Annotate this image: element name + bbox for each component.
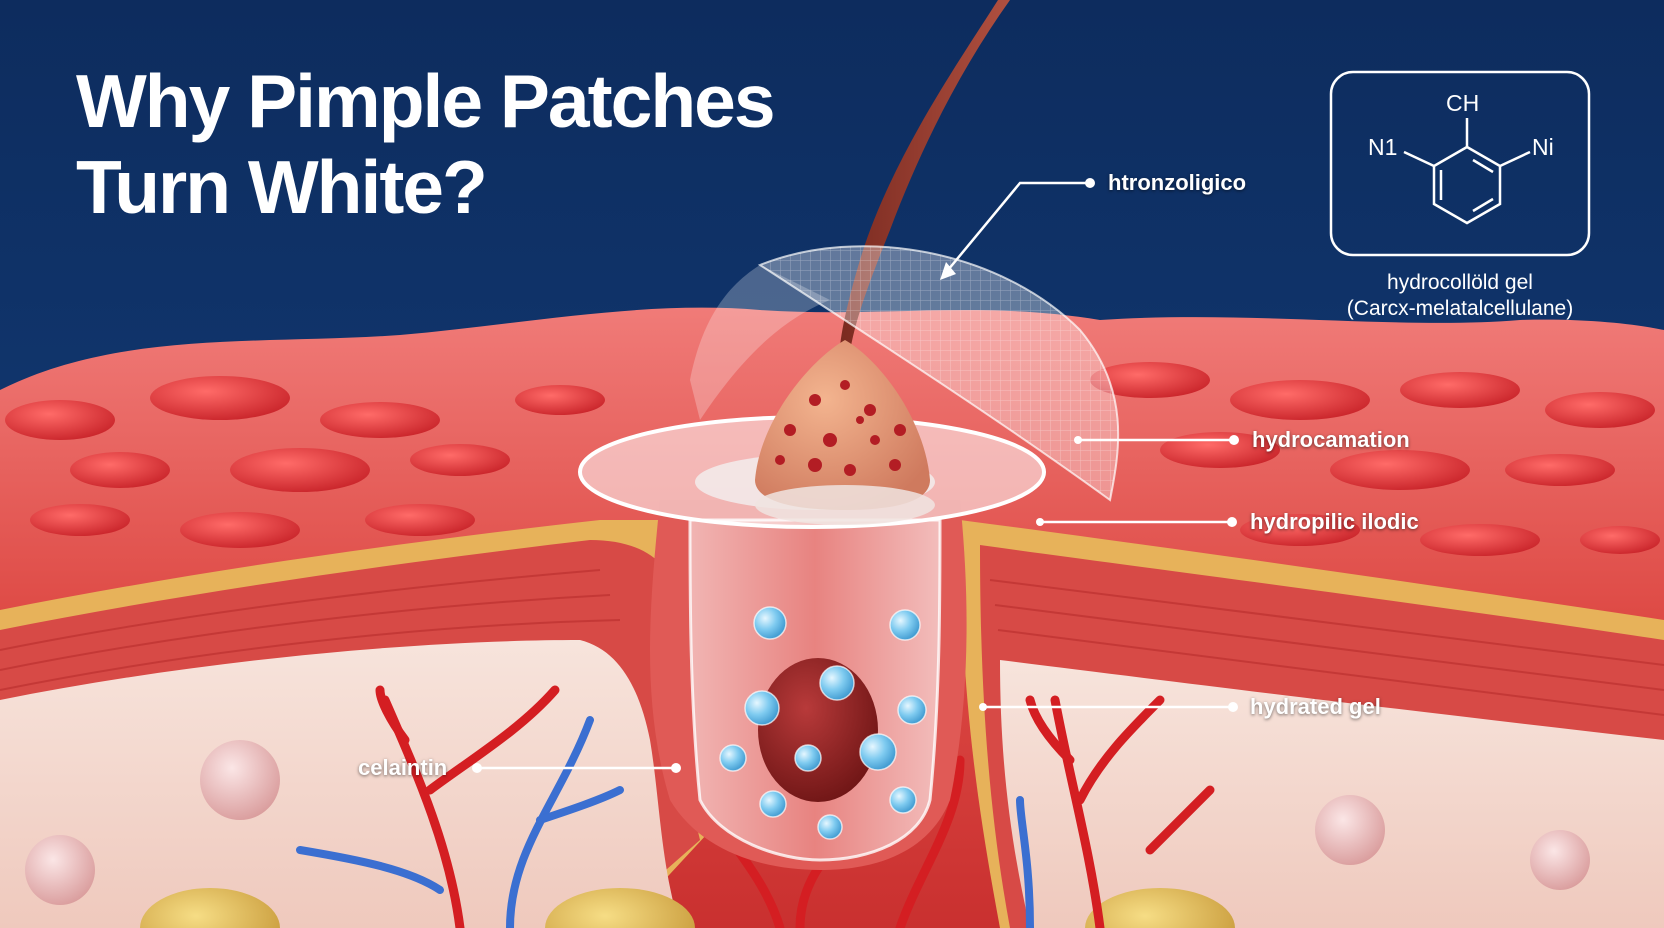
molecule-box: [1329, 70, 1591, 257]
water-droplets: [719, 606, 927, 840]
patch-film-left: [690, 265, 830, 420]
title-line-2: Turn White?: [76, 145, 488, 229]
molecule-structure: [1403, 118, 1531, 225]
skin-bumps: [5, 362, 1660, 556]
callout-dots: [472, 178, 1239, 773]
tissue-striations: [0, 569, 1664, 716]
pimple-head: [755, 340, 930, 510]
callout-label-top: htronzoligico: [1108, 170, 1247, 195]
callout-label-left: celaintin: [358, 755, 448, 780]
title-line-1: Why Pimple Patches: [76, 59, 776, 143]
molecule-left-group: N1: [1368, 134, 1398, 160]
dermis-left: [0, 640, 680, 928]
dermis-right: [1000, 660, 1664, 928]
pimple-spots: [775, 380, 906, 476]
molecule-top-group: CH: [1446, 90, 1480, 116]
page-title: Why Pimple Patches Turn White?: [76, 58, 776, 230]
callout-label-patch-surface: hydrocamation: [1252, 427, 1410, 452]
molecule-caption-line-1: hydrocollöld gel: [1387, 271, 1533, 294]
molecule-caption-line-2: (Carcx-melatalcellulane): [1346, 297, 1574, 320]
callout-label-patch-layer: hydropilic ilodic: [1250, 509, 1419, 534]
blood-vessels-blue: [296, 716, 1034, 928]
pimple-base: [755, 485, 935, 525]
pimple-bulb: [758, 658, 878, 802]
callout-label-gel: hydrated gel: [1250, 694, 1381, 719]
patch-sheet-mesh: [757, 245, 1120, 502]
callout-arrowhead: [940, 262, 956, 280]
molecule-right-group: Ni: [1532, 134, 1554, 160]
callout-lines: [477, 181, 1234, 770]
dermis-cells: [25, 740, 1590, 905]
fat-cells: [140, 888, 1235, 928]
